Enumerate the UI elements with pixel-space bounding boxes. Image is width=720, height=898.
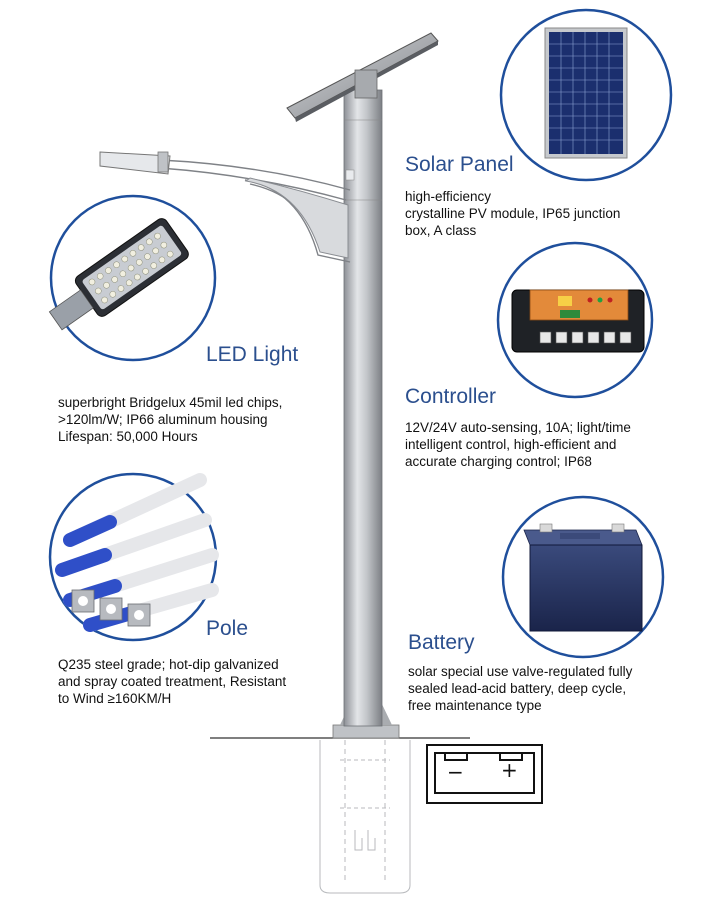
- controller-desc: 12V/24V auto-sensing, 10A; light/time in…: [405, 419, 631, 470]
- pole-desc-line: to Wind ≥160KM/H: [58, 691, 172, 706]
- led-light-desc-line: superbright Bridgelux 45mil led chips,: [58, 395, 283, 410]
- led-light-desc-line: Lifespan: 50,000 Hours: [58, 429, 198, 444]
- controller-desc-line: 12V/24V auto-sensing, 10A; light/time: [405, 420, 631, 435]
- led-light-circle: [48, 194, 217, 362]
- battery-desc: solar special use valve-regulated fully …: [408, 663, 632, 714]
- battery-box-schematic: [426, 744, 543, 804]
- pole-circle: [48, 472, 219, 642]
- pole-title: Pole: [206, 617, 249, 640]
- controller-desc-line: accurate charging control; IP68: [405, 454, 592, 469]
- solar-panel-desc-line: high-efficiency: [405, 189, 492, 204]
- main-pole: [343, 89, 383, 727]
- battery-desc-line: solar special use valve-regulated fully: [408, 664, 633, 679]
- led-light-desc: superbright Bridgelux 45mil led chips, >…: [58, 394, 282, 445]
- solar-panel-title: Solar Panel: [405, 153, 514, 176]
- battery-title: Battery: [408, 631, 475, 654]
- battery-minus-sign: −: [447, 760, 464, 784]
- solar-panel-desc: high-efficiency crystalline PV module, I…: [405, 188, 620, 239]
- solar-panel-circle: [499, 8, 673, 182]
- solar-panel-desc-line: crystalline PV module, IP65 junction: [405, 206, 621, 221]
- led-light-desc-line: >120lm/W; IP66 aluminum housing: [58, 412, 268, 427]
- battery-desc-line: sealed lead-acid battery, deep cycle,: [408, 681, 627, 696]
- pole-desc: Q235 steel grade; hot-dip galvanized and…: [58, 656, 286, 707]
- controller-desc-line: intelligent control, high-efficient and: [405, 437, 617, 452]
- solar-panel-desc-line: box, A class: [405, 223, 477, 238]
- battery-desc-line: free maintenance type: [408, 698, 542, 713]
- battery-plus-sign: +: [501, 758, 518, 782]
- led-light-title: LED Light: [206, 343, 299, 366]
- solar-panel-frame: [286, 32, 439, 122]
- led-arm-fill: [99, 151, 349, 259]
- controller-title: Controller: [405, 385, 497, 408]
- foundation: [319, 740, 411, 894]
- pole-desc-line: Q235 steel grade; hot-dip galvanized: [58, 657, 279, 672]
- battery-circle: [501, 495, 665, 659]
- controller-circle: [496, 241, 654, 399]
- pole-desc-line: and spray coated treatment, Resistant: [58, 674, 287, 689]
